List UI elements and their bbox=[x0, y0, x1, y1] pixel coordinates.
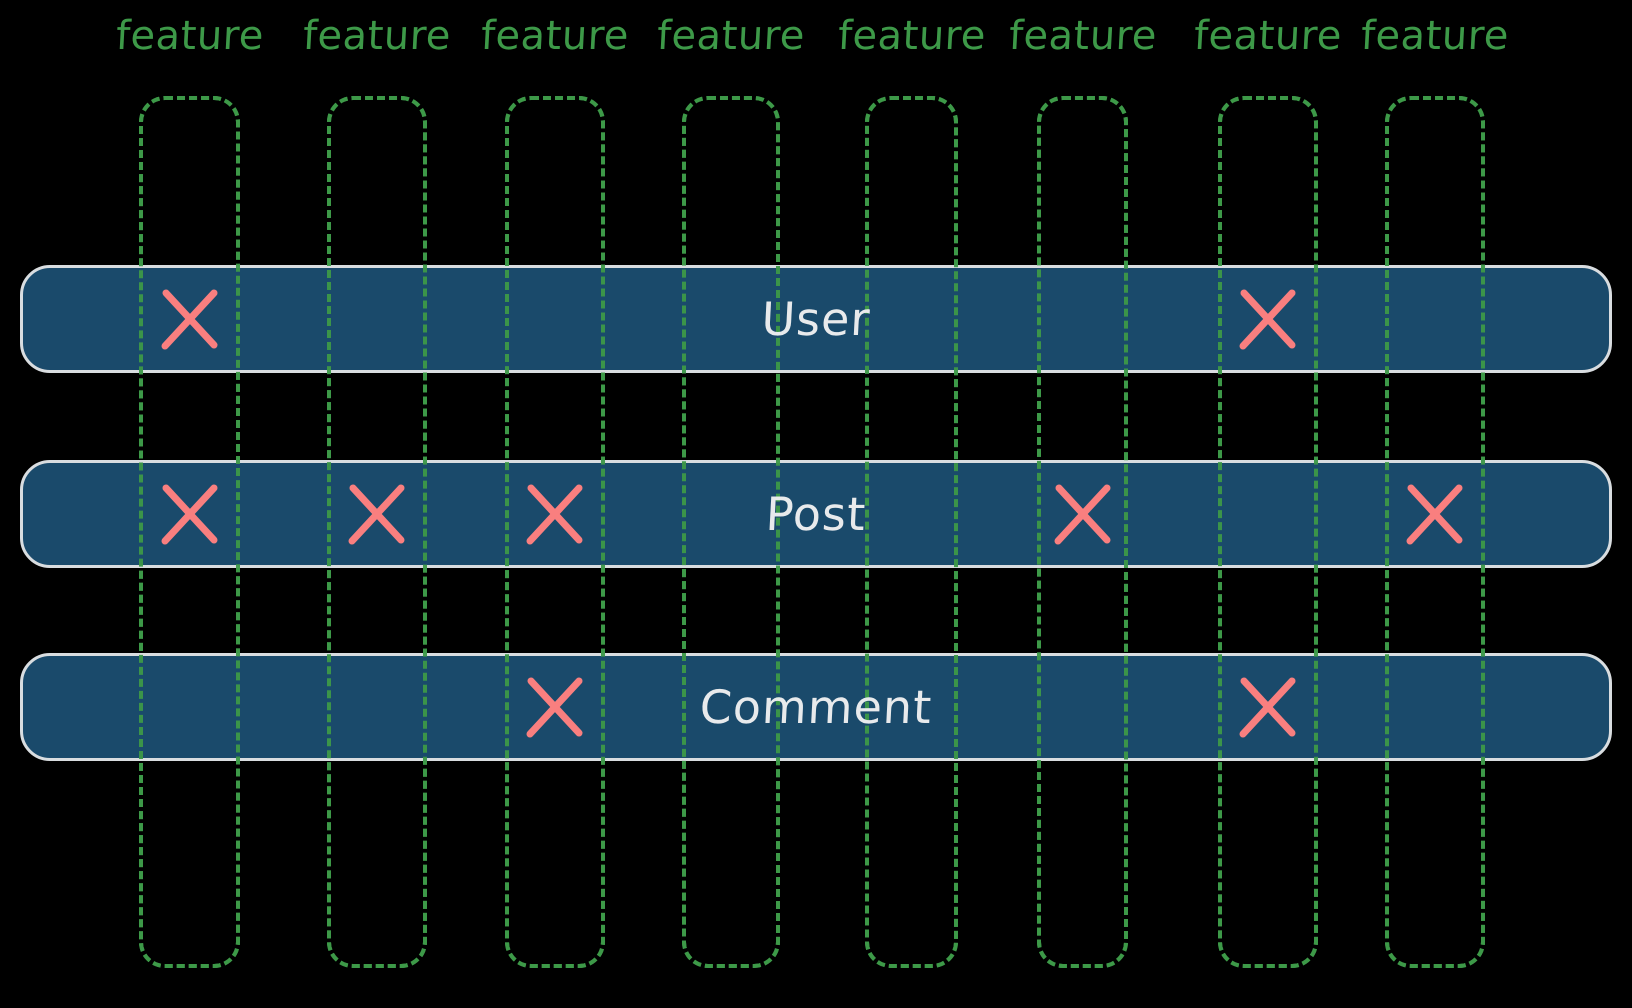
column-header-label-7: feature bbox=[1192, 13, 1344, 59]
column-header-label-6: feature bbox=[1007, 13, 1158, 59]
column-header-label-3: feature bbox=[479, 13, 631, 59]
column-header-label-4: feature bbox=[655, 13, 807, 59]
entity-row-comment[interactable] bbox=[20, 653, 1612, 761]
column-header-label-2: feature bbox=[301, 13, 453, 59]
entity-row-post[interactable] bbox=[20, 460, 1612, 568]
column-header-label-8: feature bbox=[1359, 13, 1511, 59]
column-header-label-5: feature bbox=[836, 13, 987, 59]
entity-row-user[interactable] bbox=[20, 265, 1612, 373]
column-header-label-1: feature bbox=[114, 13, 265, 59]
